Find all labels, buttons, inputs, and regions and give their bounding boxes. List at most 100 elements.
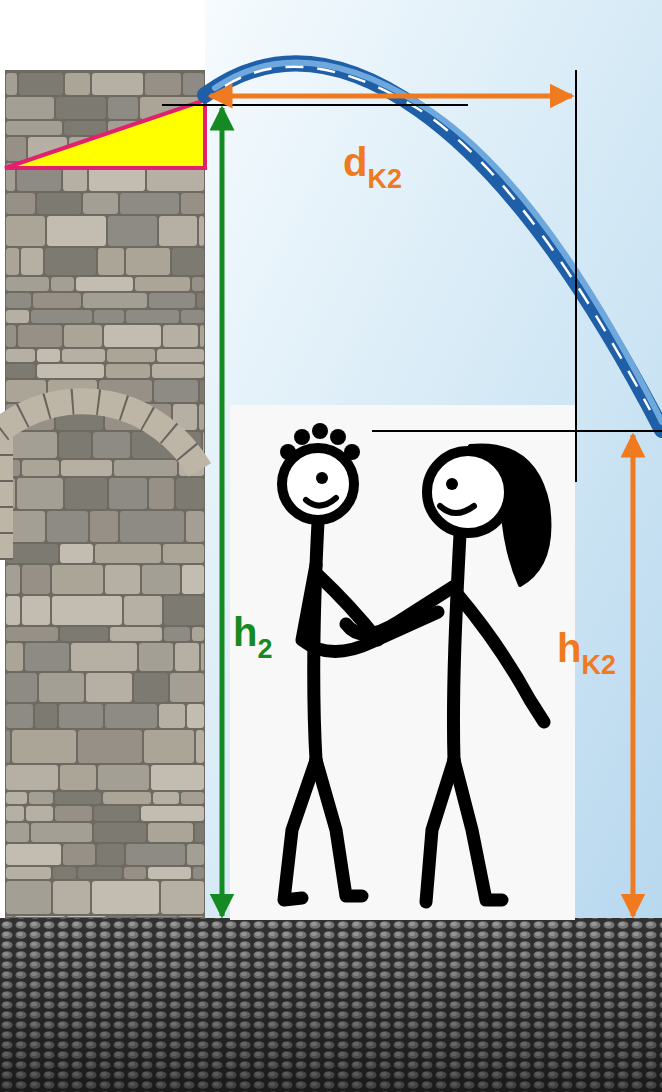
wall-stone [6, 121, 62, 135]
wall-stone [126, 248, 170, 275]
wall-stone [65, 478, 107, 509]
wall-stone [67, 916, 106, 917]
wall-stone [124, 596, 162, 625]
wall-stone [56, 97, 106, 119]
wall-stone [60, 544, 93, 563]
wall-stone [55, 792, 101, 804]
wall-stone [98, 248, 124, 275]
wall-stone [86, 673, 132, 702]
wall-stone [187, 704, 204, 728]
wall-stone [6, 765, 58, 790]
wall-stone [94, 310, 124, 323]
dimension-arrow [631, 435, 636, 916]
wall-stone [39, 673, 84, 702]
wall-stone [172, 248, 204, 275]
wall-stone [97, 844, 124, 865]
wall-stone [26, 806, 53, 821]
wall-stone [199, 216, 204, 246]
wall-stone [126, 844, 185, 865]
dimension-label: h2 [233, 612, 272, 652]
wall-stone [120, 193, 179, 214]
wall-stone [6, 916, 13, 917]
symbol: h [557, 626, 581, 670]
wall-stone [37, 193, 81, 214]
wall-stone [199, 404, 204, 430]
wall-stone [120, 511, 184, 542]
wall-stone [15, 916, 65, 917]
wall-stone [35, 704, 57, 728]
wall-stone [126, 310, 179, 323]
wall-stone [196, 730, 204, 763]
wall-stone [114, 460, 177, 476]
wall-stone [157, 349, 204, 362]
wall-stone [37, 349, 60, 362]
wall-stone [6, 806, 24, 821]
wall-stone [105, 704, 157, 728]
wall-stone [145, 73, 181, 95]
wall-stone [60, 765, 96, 790]
wall-stone [170, 673, 204, 702]
wall-stone [17, 478, 63, 509]
wall-stone [78, 730, 142, 763]
wall-stone [152, 364, 204, 378]
wall-stone [164, 596, 204, 625]
wall-stone [6, 97, 54, 119]
wall-stone [103, 792, 151, 804]
wall-stone [65, 73, 90, 95]
wall-stone [6, 643, 23, 671]
wall-stone [6, 544, 58, 563]
wall-stone [90, 511, 118, 542]
wall-stone [6, 349, 35, 362]
wall-stone [181, 310, 204, 323]
symbol: d [343, 140, 367, 184]
wall-stone [136, 916, 177, 917]
wall-stone [53, 881, 90, 914]
wall-stone [22, 596, 50, 625]
wall-stone [78, 867, 122, 879]
wall-stone [92, 73, 143, 95]
wall-stone [6, 277, 49, 291]
wall-stone [60, 627, 108, 641]
wall-stone [6, 867, 51, 879]
reference-line [575, 70, 577, 482]
figure-panel [230, 405, 575, 920]
wall-stone [12, 730, 76, 763]
wall-stone [6, 293, 31, 308]
water-jet [205, 63, 662, 430]
wall-stone [108, 216, 157, 246]
wall-stone [192, 627, 204, 641]
wall-stone [83, 193, 118, 214]
wall-arch-joints [0, 401, 200, 560]
wall-stone [134, 673, 168, 702]
wall-stone [141, 806, 204, 821]
wall-stone [6, 364, 35, 378]
wall-stone [47, 511, 88, 542]
dimension-label: dK2 [343, 142, 402, 182]
wall-stone [64, 325, 102, 347]
wall-stone [45, 248, 96, 275]
wall-stone [6, 673, 37, 702]
wall-stone [110, 627, 162, 641]
wall-stone [201, 643, 204, 671]
wall-stone [6, 627, 58, 641]
dimension-arrow [220, 108, 225, 916]
subscript: K2 [367, 164, 402, 194]
wall-stone [6, 730, 10, 763]
wall-stone [6, 310, 29, 323]
wall-stone [193, 867, 204, 879]
wall-stone [6, 565, 20, 594]
wall-stone [6, 193, 35, 214]
wall-stone [61, 460, 112, 476]
wall-stone [148, 823, 193, 842]
wall-stone [98, 765, 149, 790]
wall-stone [109, 478, 147, 509]
reference-line [162, 104, 468, 106]
wall-stone [200, 325, 204, 347]
wall-stone [52, 565, 103, 594]
wall-stone [22, 460, 59, 476]
wall-stone [179, 916, 204, 917]
wall-stone [106, 364, 150, 378]
wall-stone [29, 792, 53, 804]
